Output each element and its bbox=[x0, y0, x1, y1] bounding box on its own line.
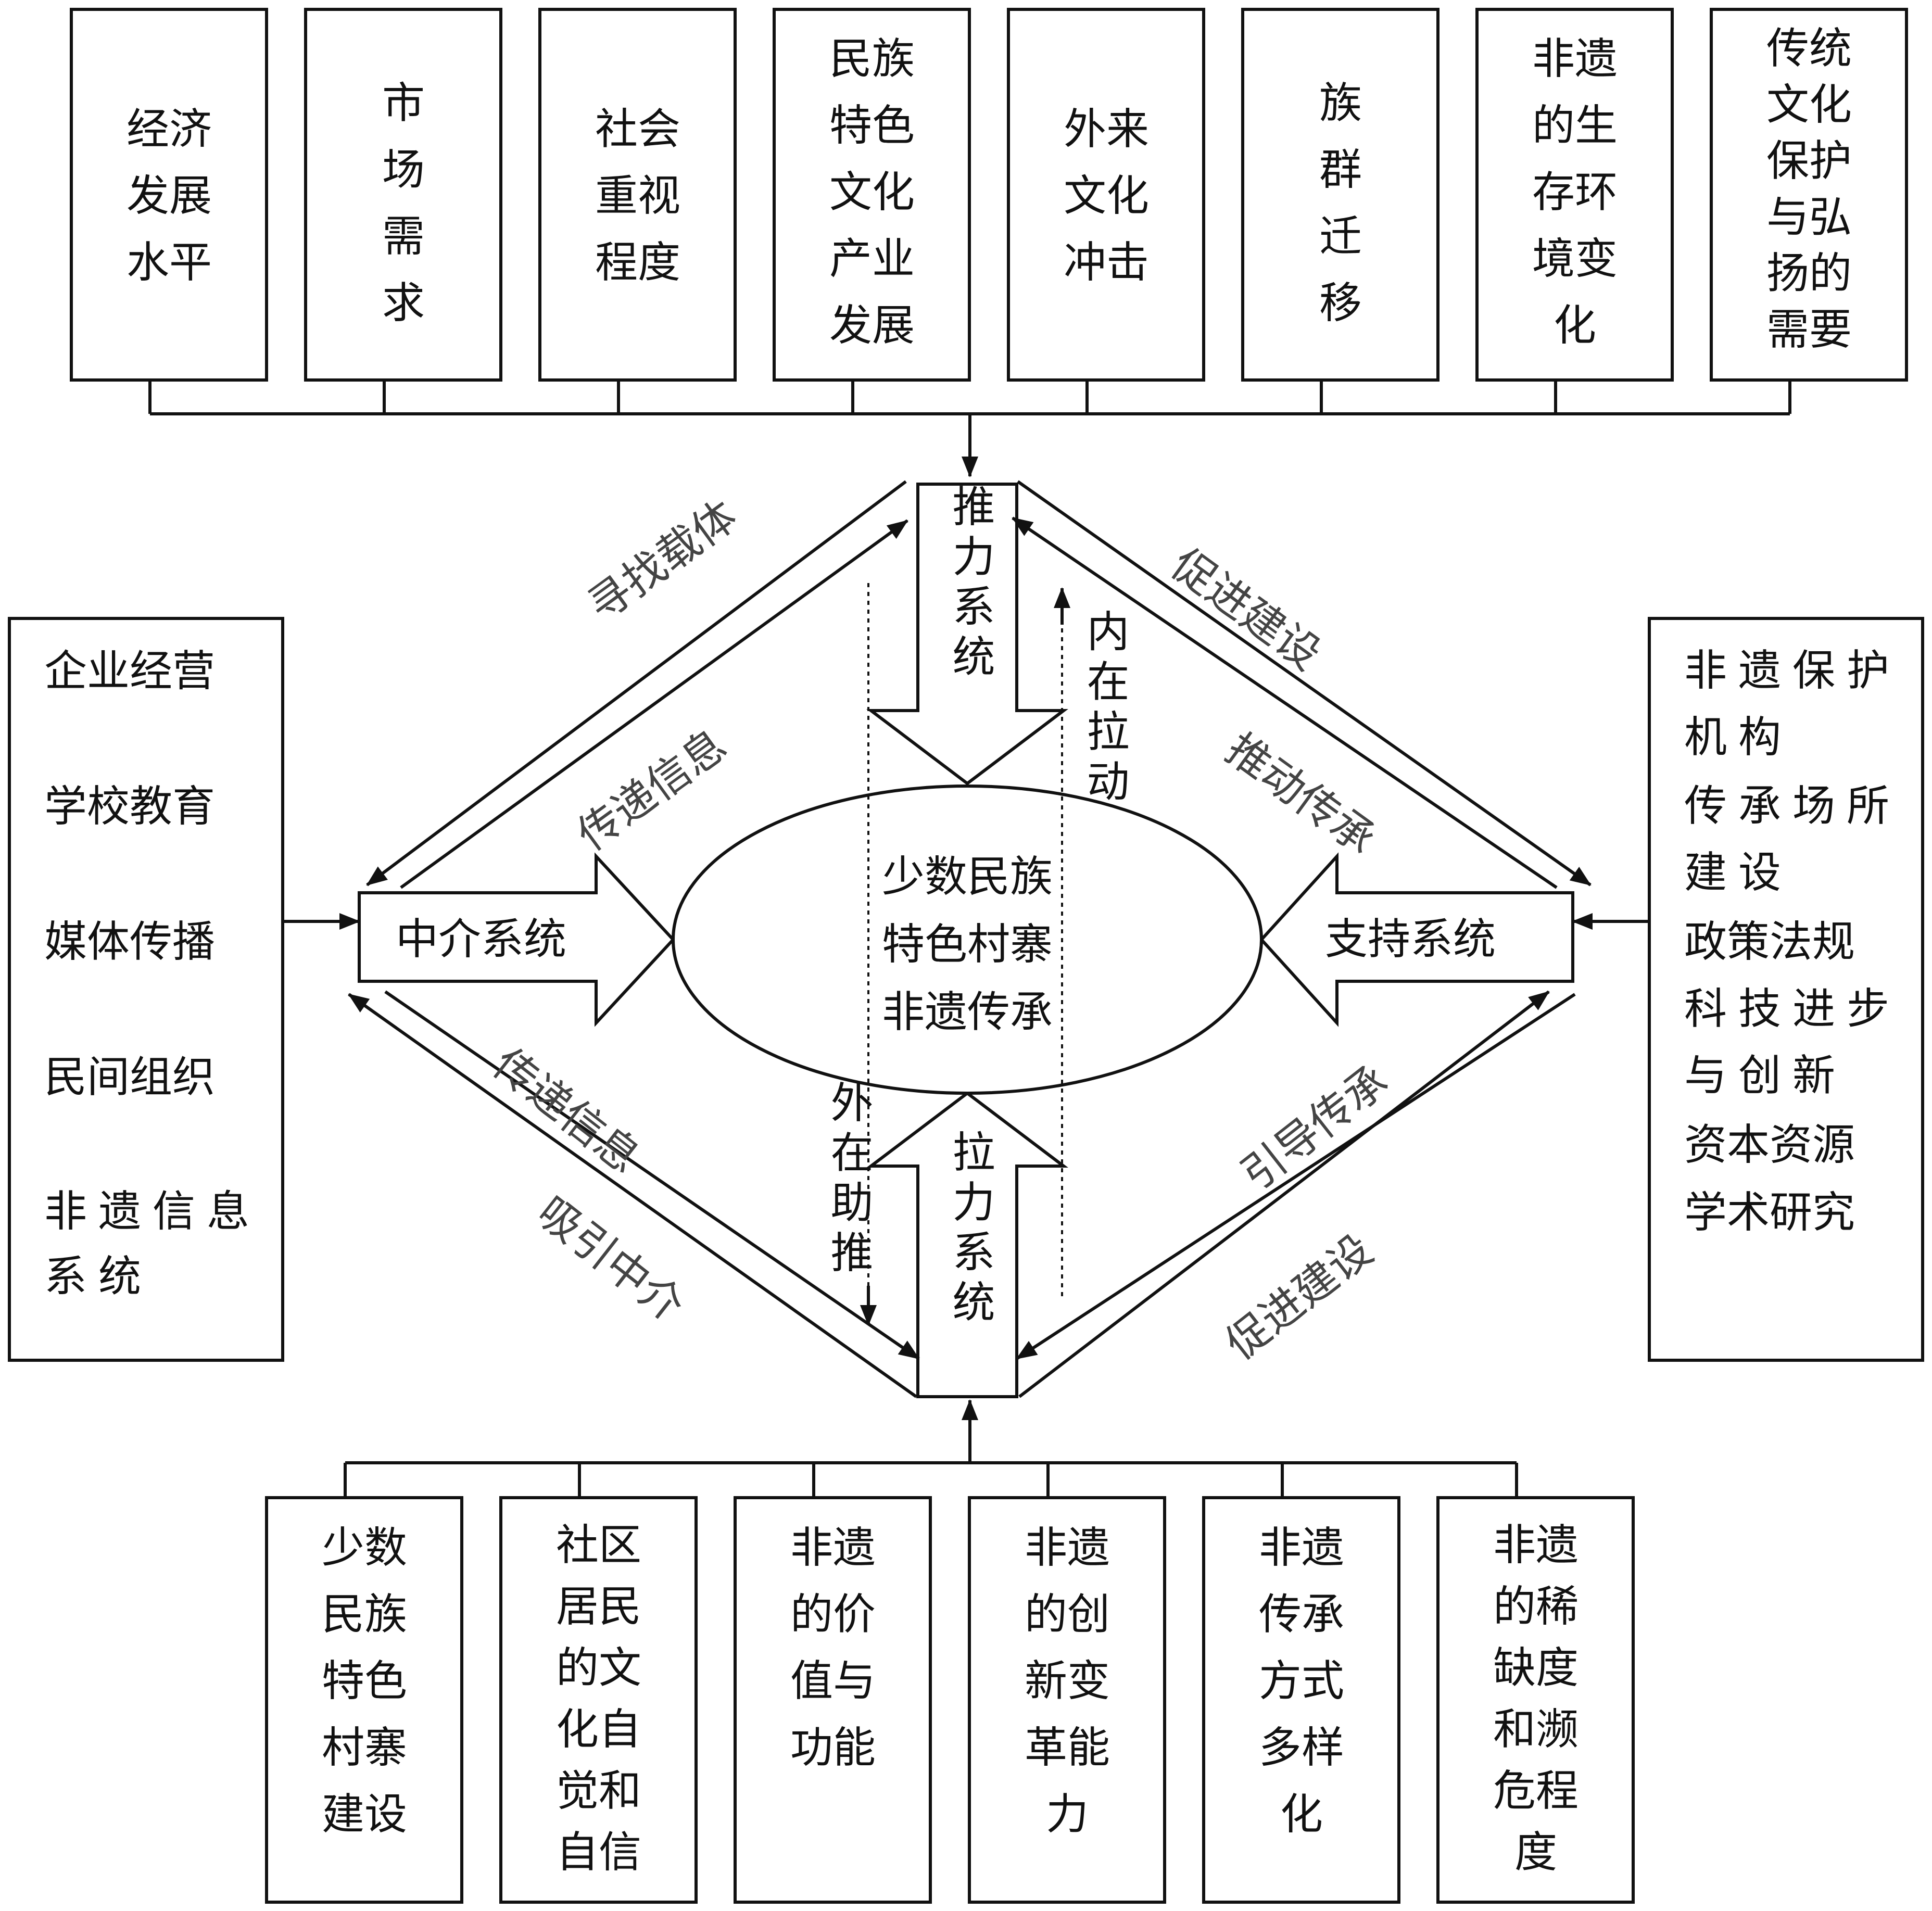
support-system-label: 支持系统 bbox=[1325, 915, 1496, 964]
left-box-item-2: 学校教育 bbox=[44, 782, 216, 831]
bottom-factor-box-6 bbox=[1436, 1496, 1635, 1904]
bottom-factor-box-1 bbox=[265, 1496, 463, 1904]
top-factor-label-1: 经济 发展 水平 bbox=[126, 105, 212, 287]
bottom-factor-box-3 bbox=[734, 1496, 932, 1904]
top-factor-label-7: 非遗 的生 存环 境变 化 bbox=[1532, 34, 1618, 350]
top-factor-label-8: 传统 文化 保护 与弘 扬的 需要 bbox=[1766, 24, 1852, 355]
bottom-factor-box-4 bbox=[968, 1496, 1166, 1904]
right-box-item-6: 学术研究 bbox=[1684, 1188, 1855, 1237]
diag-arrow-top-left-inner bbox=[400, 519, 908, 889]
right-box-item-1: 非遗保护 机构 bbox=[1684, 646, 1901, 762]
push-system-label: 推力系统 bbox=[945, 484, 994, 684]
internal-pull-label: 内在拉动 bbox=[1079, 609, 1129, 809]
external-push-label: 外在助推 bbox=[823, 1080, 873, 1280]
diag-arrow-bottom-right-inner bbox=[1016, 993, 1576, 1360]
diag-arrow-top-left-outer bbox=[366, 480, 907, 887]
diag-arrow-bottom-left-inner bbox=[384, 990, 920, 1360]
bottom-factor-label-3: 非遗 的价 值与 功能 bbox=[790, 1523, 876, 1773]
diag-arrow-bottom-left-outer bbox=[348, 993, 917, 1398]
support-system-arrow bbox=[1259, 852, 1574, 1027]
top-factor-box-3 bbox=[538, 8, 737, 382]
top-factor-box-1 bbox=[70, 8, 268, 382]
bottom-factor-label-4: 非遗 的创 新变 革能 力 bbox=[1024, 1523, 1110, 1839]
left-box-item-5: 非遗信息 系统 bbox=[44, 1187, 261, 1301]
top-factor-box-7 bbox=[1475, 8, 1674, 382]
right-box-item-4: 科技进步 与创新 bbox=[1684, 984, 1901, 1100]
center-ellipse bbox=[672, 784, 1263, 1095]
left-box bbox=[8, 617, 284, 1362]
top-factor-box-8 bbox=[1710, 8, 1908, 382]
top-factor-box-6 bbox=[1241, 8, 1439, 382]
top-factor-box-2 bbox=[304, 8, 502, 382]
bottom-factor-box-5 bbox=[1202, 1496, 1400, 1904]
left-box-item-4: 民间组织 bbox=[44, 1053, 216, 1102]
bottom-connector bbox=[344, 1399, 1518, 1498]
bottom-factor-label-5: 非遗 传承 方式 多样 化 bbox=[1258, 1523, 1344, 1839]
right-box-item-3: 政策法规 bbox=[1684, 917, 1855, 967]
intermediary-system-label: 中介系统 bbox=[396, 915, 567, 964]
right-box-item-2: 传承场所 建设 bbox=[1684, 781, 1901, 897]
bottom-factor-box-2 bbox=[499, 1496, 698, 1904]
diag-arrow-top-right-inner bbox=[1012, 516, 1558, 889]
top-factor-label-5: 外来 文化 冲击 bbox=[1063, 105, 1149, 287]
top-factor-box-4 bbox=[773, 8, 971, 382]
top-factor-label-4: 民族 特色 文化 产业 发展 bbox=[829, 34, 915, 350]
center-label: 少数民族 特色村寨 非遗传承 bbox=[881, 852, 1053, 1037]
diag-arrow-top-right-outer bbox=[1017, 480, 1592, 887]
top-factor-label-2: 市 场 需 求 bbox=[382, 79, 425, 328]
top-factor-label-3: 社会 重视 程度 bbox=[595, 105, 680, 287]
intermediary-system-arrow bbox=[358, 852, 676, 1027]
right-box-item-5: 资本资源 bbox=[1684, 1120, 1855, 1170]
diag-arrow-bottom-right-outer bbox=[1018, 990, 1550, 1398]
top-connector bbox=[148, 380, 1791, 477]
bottom-factor-label-1: 少数 民族 特色 村寨 建设 bbox=[321, 1523, 407, 1839]
bottom-factor-label-2: 社区 居民 的文 化自 觉和 自信 bbox=[555, 1521, 641, 1877]
top-factor-box-5 bbox=[1007, 8, 1205, 382]
left-box-item-3: 媒体传播 bbox=[44, 917, 216, 967]
pull-system-label: 拉力系统 bbox=[945, 1130, 994, 1330]
left-box-item-1: 企业经营 bbox=[44, 647, 216, 696]
bottom-factor-label-6: 非遗 的稀 缺度 和濒 危程 度 bbox=[1493, 1521, 1579, 1877]
top-factor-label-6: 族 群 迁 移 bbox=[1319, 79, 1362, 328]
right-box bbox=[1648, 617, 1924, 1362]
